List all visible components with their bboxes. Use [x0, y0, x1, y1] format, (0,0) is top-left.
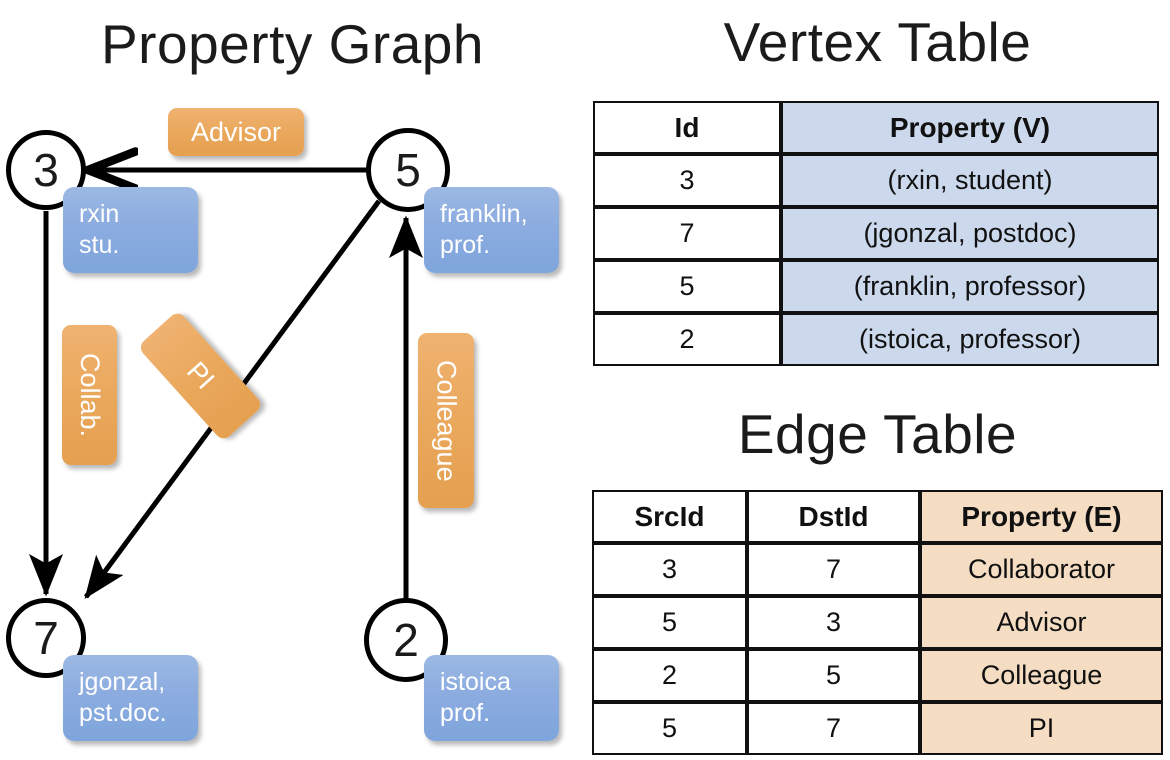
vertex-property-franklin-line2: prof.	[440, 231, 491, 259]
edge-row-0-property: Collaborator	[920, 543, 1163, 596]
vertex-row-2-property: (franklin, professor)	[781, 260, 1159, 313]
vertex-row-2-id: 5	[593, 260, 781, 313]
vertex-node-5-label: 5	[395, 144, 421, 196]
edge-row-1-dst: 3	[747, 596, 920, 649]
vertex-node-2[interactable]: 2	[364, 598, 448, 682]
edge-row-3-property: PI	[920, 702, 1163, 755]
edge-table-header-property: Property (E)	[920, 490, 1163, 543]
vertex-property-franklin-line1: franklin,	[440, 200, 528, 228]
edge-table: SrcId DstId Property (E) 3 7 Collaborato…	[592, 490, 1163, 755]
table-row[interactable]: 3 7 Collaborator	[592, 543, 1163, 596]
vertex-row-3-property: (istoica, professor)	[781, 313, 1159, 366]
vertex-property-istoica-line1: istoica	[440, 668, 511, 696]
vertex-property-rxin[interactable]: rxin stu.	[63, 187, 198, 273]
page-title-vertex-table: Vertex Table	[723, 11, 1032, 73]
vertex-property-istoica[interactable]: istoica prof.	[424, 655, 559, 741]
vertex-row-3-id: 2	[593, 313, 781, 366]
vertex-property-rxin-line2: stu.	[79, 231, 120, 259]
edge-label-advisor-text: Advisor	[190, 116, 282, 147]
vertex-row-1-id: 7	[593, 207, 781, 260]
edge-table-header-dstid: DstId	[747, 490, 920, 543]
table-row[interactable]: 2 5 Colleague	[592, 649, 1163, 702]
vertex-table: Id Property (V) 3 (rxin, student) 7 (jgo…	[593, 101, 1159, 366]
vertex-table-header-property: Property (V)	[781, 101, 1159, 154]
edge-row-0-dst: 7	[747, 543, 920, 596]
vertex-row-0-id: 3	[593, 154, 781, 207]
edge-row-0-src: 3	[592, 543, 747, 596]
vertex-property-jgonzal-line2: pst.doc.	[79, 699, 167, 727]
edge-row-2-src: 2	[592, 649, 747, 702]
vertex-property-jgonzal[interactable]: jgonzal, pst.doc.	[63, 655, 198, 741]
vertex-property-rxin-line1: rxin	[79, 200, 120, 228]
edge-row-3-src: 5	[592, 702, 747, 755]
vertex-row-1-property: (jgonzal, postdoc)	[781, 207, 1159, 260]
edge-label-colleague[interactable]: Colleague	[418, 333, 474, 508]
vertex-table-header-id: Id	[593, 101, 781, 154]
edge-row-1-property: Advisor	[920, 596, 1163, 649]
vertex-table-header-row: Id Property (V)	[593, 101, 1159, 154]
vertex-property-jgonzal-line1: jgonzal,	[79, 668, 166, 696]
table-row[interactable]: 5 (franklin, professor)	[593, 260, 1159, 313]
edge-label-advisor[interactable]: Advisor	[168, 108, 304, 156]
page-title-edge-table: Edge Table	[737, 403, 1018, 465]
vertex-property-franklin[interactable]: franklin, prof.	[424, 187, 559, 273]
page-title-property-graph: Property Graph	[100, 13, 484, 75]
table-row[interactable]: 5 3 Advisor	[592, 596, 1163, 649]
edge-label-colleague-text: Colleague	[431, 359, 462, 482]
vertex-node-2-label: 2	[393, 614, 419, 666]
table-row[interactable]: 3 (rxin, student)	[593, 154, 1159, 207]
table-row[interactable]: 7 (jgonzal, postdoc)	[593, 207, 1159, 260]
edge-row-3-dst: 7	[747, 702, 920, 755]
edge-row-2-dst: 5	[747, 649, 920, 702]
table-row[interactable]: 5 7 PI	[592, 702, 1163, 755]
table-row[interactable]: 2 (istoica, professor)	[593, 313, 1159, 366]
vertex-node-5[interactable]: 5	[366, 128, 450, 212]
vertex-property-istoica-line2: prof.	[440, 699, 491, 727]
edge-row-1-src: 5	[592, 596, 747, 649]
vertex-row-0-property: (rxin, student)	[781, 154, 1159, 207]
edge-row-2-property: Colleague	[920, 649, 1163, 702]
edge-label-collab-text: Collab.	[75, 352, 105, 438]
edge-label-collab[interactable]: Collab.	[62, 325, 117, 465]
edge-table-header-srcid: SrcId	[592, 490, 747, 543]
property-graph-panel: Property Graph 3 5	[6, 13, 559, 741]
edge-label-pi-text: PI	[181, 356, 221, 396]
vertex-node-3-label: 3	[33, 144, 59, 196]
vertex-node-7-label: 7	[33, 612, 59, 664]
edge-table-header-row: SrcId DstId Property (E)	[592, 490, 1163, 543]
